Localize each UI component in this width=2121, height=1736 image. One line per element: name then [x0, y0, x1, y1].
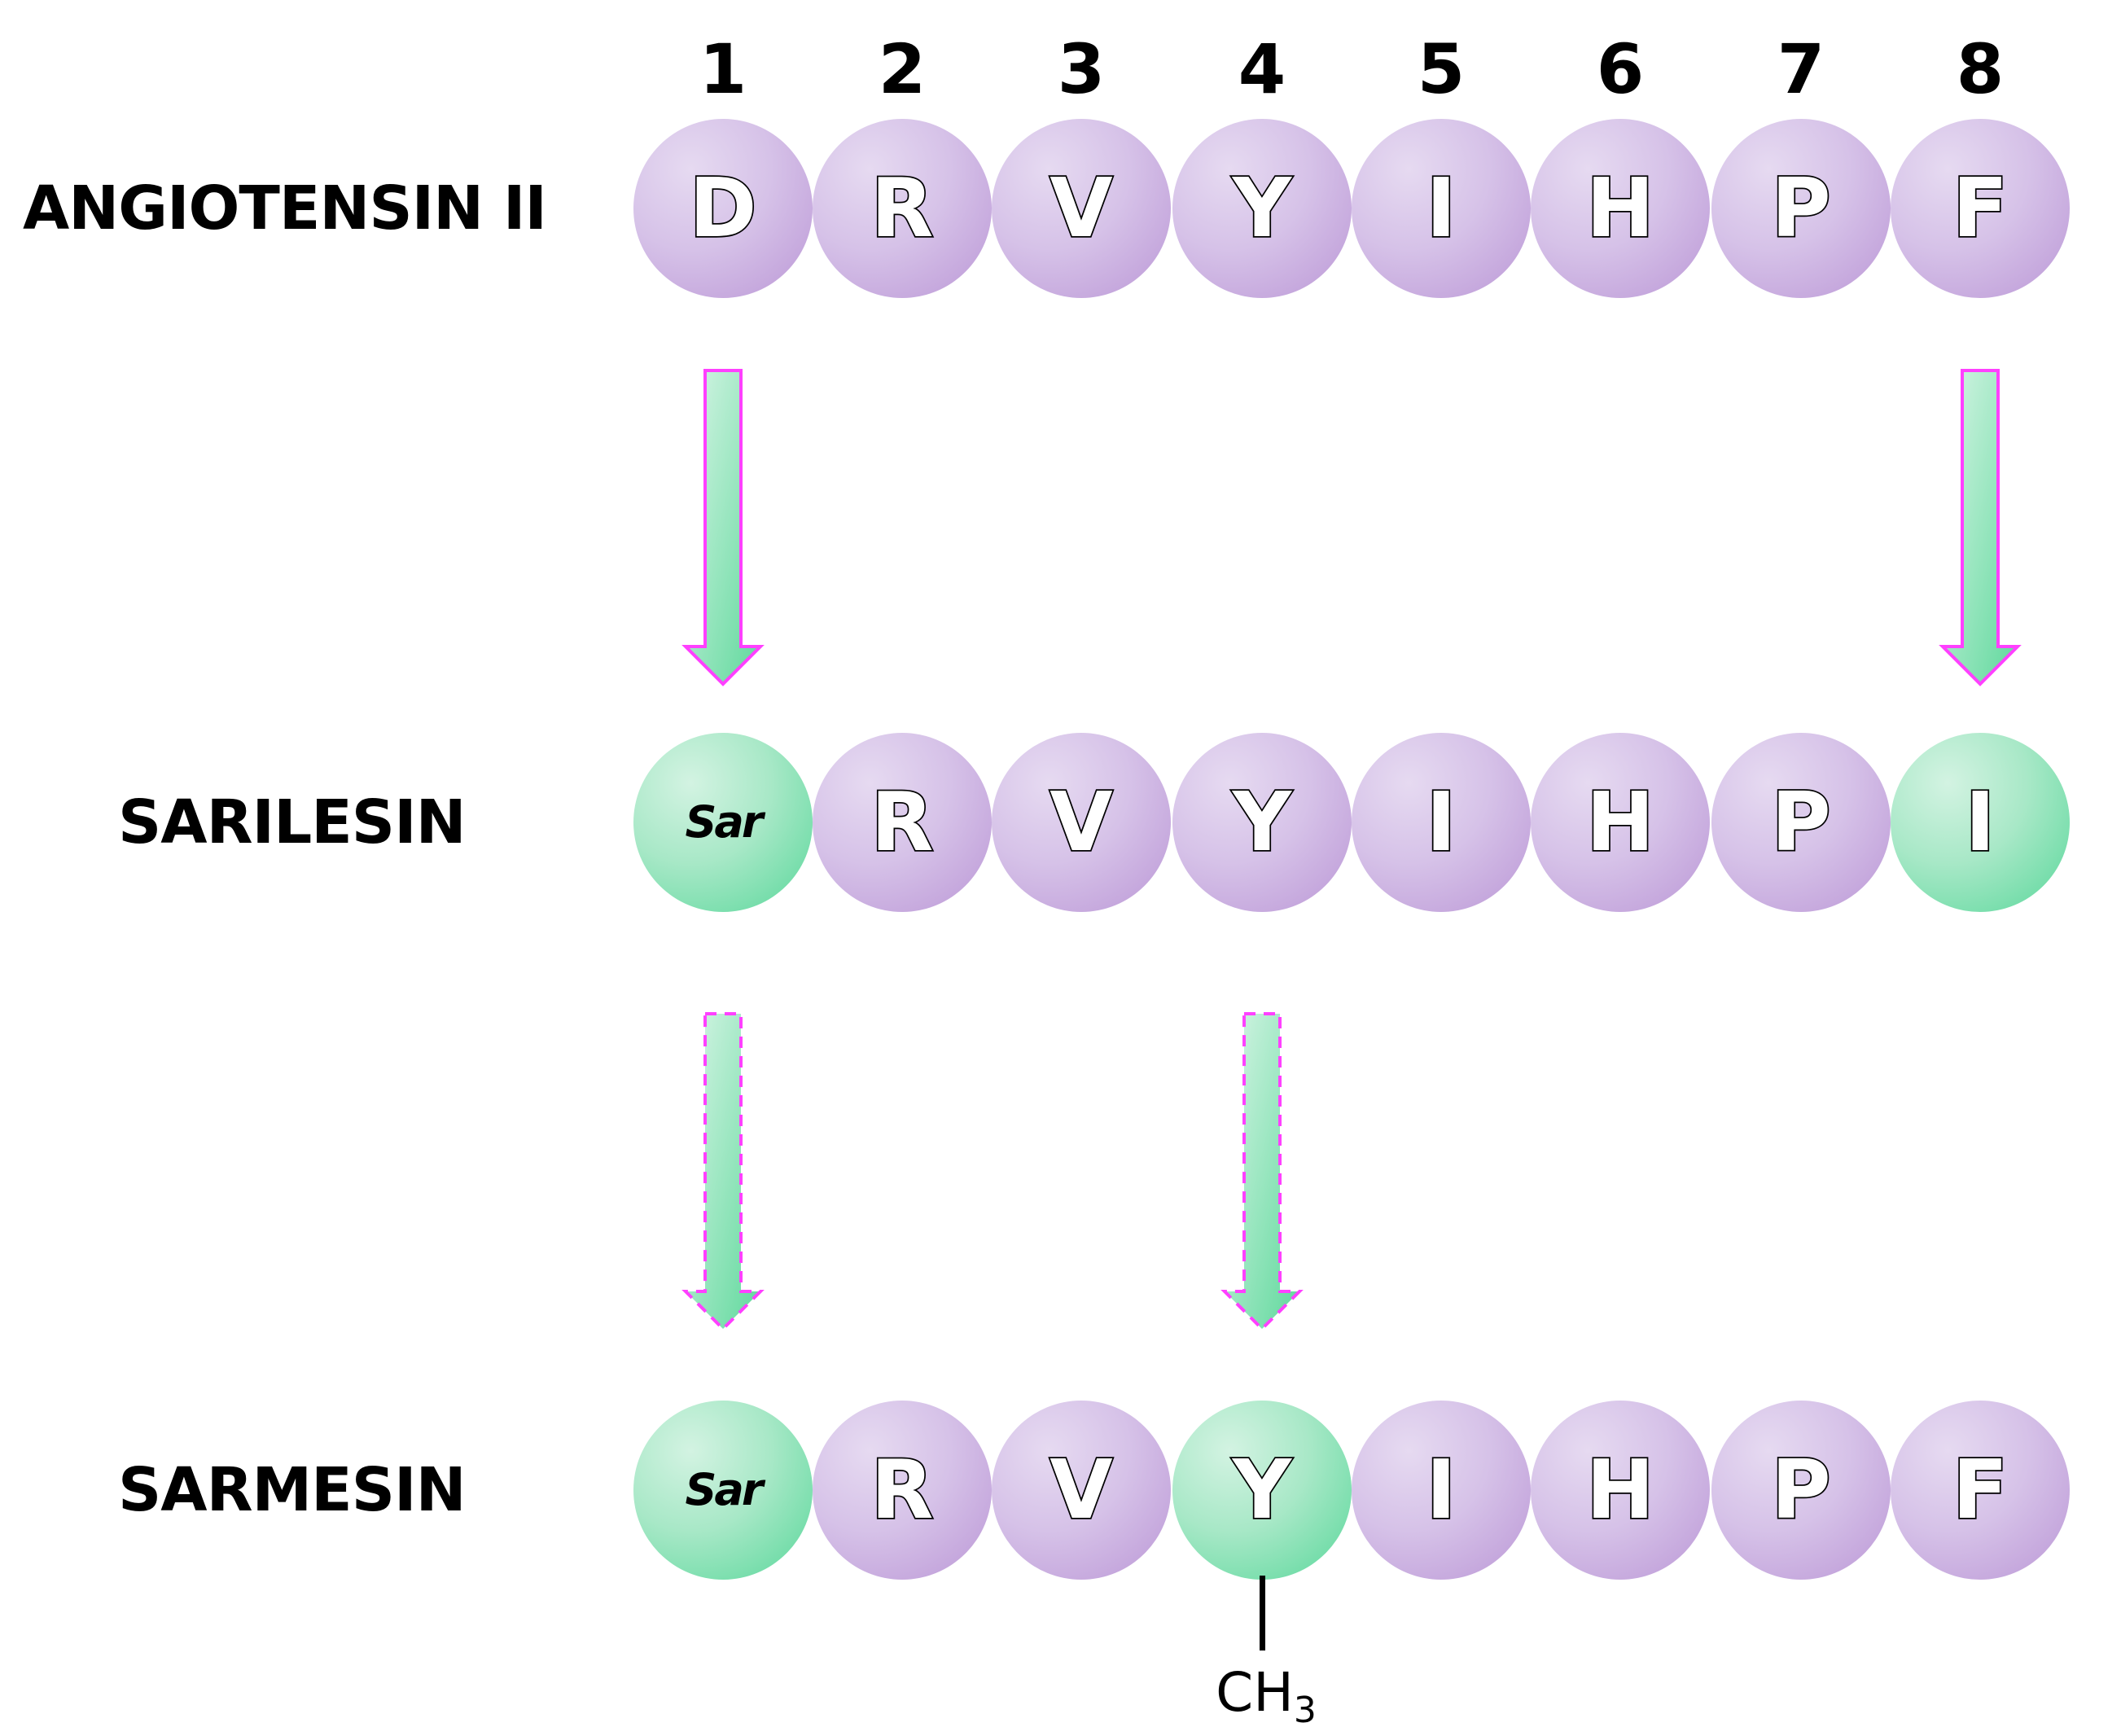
residue-letter: F	[1951, 160, 2009, 256]
peptide-name-label: ANGIOTENSIN II	[23, 173, 547, 243]
residue-letter: R	[870, 774, 936, 870]
residue-letter: R	[870, 160, 936, 256]
residue-bead: P	[1711, 733, 1891, 912]
residue-bead: R	[813, 1401, 992, 1580]
residue-letter: H	[1584, 160, 1655, 256]
residue-letter: I	[1964, 774, 1997, 870]
residue-letter: R	[870, 1442, 936, 1537]
methyl-bond	[1260, 1576, 1265, 1651]
position-number: 4	[1238, 29, 1286, 109]
position-number: 2	[878, 29, 927, 109]
peptide-name-label: SARILESIN	[118, 787, 467, 857]
residue-letter: Y	[1231, 774, 1293, 870]
residue-bead: Sar	[633, 1401, 813, 1580]
residue-bead: Y	[1172, 119, 1352, 298]
residue-bead: Sar	[633, 733, 813, 912]
residue-letter: P	[1770, 1442, 1833, 1537]
residue-letter: Sar	[685, 1464, 764, 1515]
position-number: 8	[1956, 29, 2005, 109]
residue-letter: V	[1049, 774, 1115, 870]
residue-letter: P	[1770, 160, 1833, 256]
position-number: 7	[1777, 29, 1825, 109]
residue-bead: V	[992, 733, 1171, 912]
residue-bead: I	[1352, 119, 1531, 298]
residue-bead: H	[1531, 733, 1710, 912]
residue-bead: V	[992, 1401, 1171, 1580]
residue-bead: P	[1711, 119, 1891, 298]
residue-letter: F	[1951, 1442, 2009, 1537]
residue-letter: I	[1425, 774, 1458, 870]
residue-letter: V	[1049, 1442, 1115, 1537]
peptide-name-label: SARMESIN	[118, 1455, 466, 1525]
substitution-arrow	[681, 1012, 765, 1331]
residue-bead: P	[1711, 1401, 1891, 1580]
substitution-arrow	[1220, 1012, 1304, 1331]
residue-bead: I	[1352, 1401, 1531, 1580]
residue-bead: H	[1531, 119, 1710, 298]
residue-bead: D	[633, 119, 813, 298]
position-number: 6	[1596, 29, 1645, 109]
residue-letter: I	[1425, 160, 1458, 256]
position-number: 1	[699, 29, 747, 109]
substitution-arrow	[681, 369, 765, 686]
residue-bead: I	[1891, 733, 2070, 912]
residue-letter: Y	[1231, 1442, 1293, 1537]
residue-bead: V	[992, 119, 1171, 298]
position-number: 5	[1417, 29, 1466, 109]
methyl-group-label: CH3	[1205, 1661, 1327, 1731]
residue-bead: Y	[1172, 1401, 1352, 1580]
residue-letter: Y	[1231, 160, 1293, 256]
residue-bead: R	[813, 119, 992, 298]
residue-letter: I	[1425, 1442, 1458, 1537]
residue-letter: H	[1584, 1442, 1655, 1537]
residue-letter: Sar	[685, 796, 764, 848]
methyl-group-subscript: 3	[1293, 1690, 1317, 1731]
substitution-arrow	[1939, 369, 2022, 686]
residue-letter: P	[1770, 774, 1833, 870]
methyl-group-text: CH	[1216, 1661, 1294, 1724]
residue-letter: D	[688, 160, 759, 256]
residue-bead: Y	[1172, 733, 1352, 912]
residue-bead: R	[813, 733, 992, 912]
position-number: 3	[1057, 29, 1106, 109]
residue-bead: F	[1891, 1401, 2070, 1580]
residue-bead: I	[1352, 733, 1531, 912]
residue-bead: H	[1531, 1401, 1710, 1580]
residue-bead: F	[1891, 119, 2070, 298]
residue-letter: H	[1584, 774, 1655, 870]
residue-letter: V	[1049, 160, 1115, 256]
